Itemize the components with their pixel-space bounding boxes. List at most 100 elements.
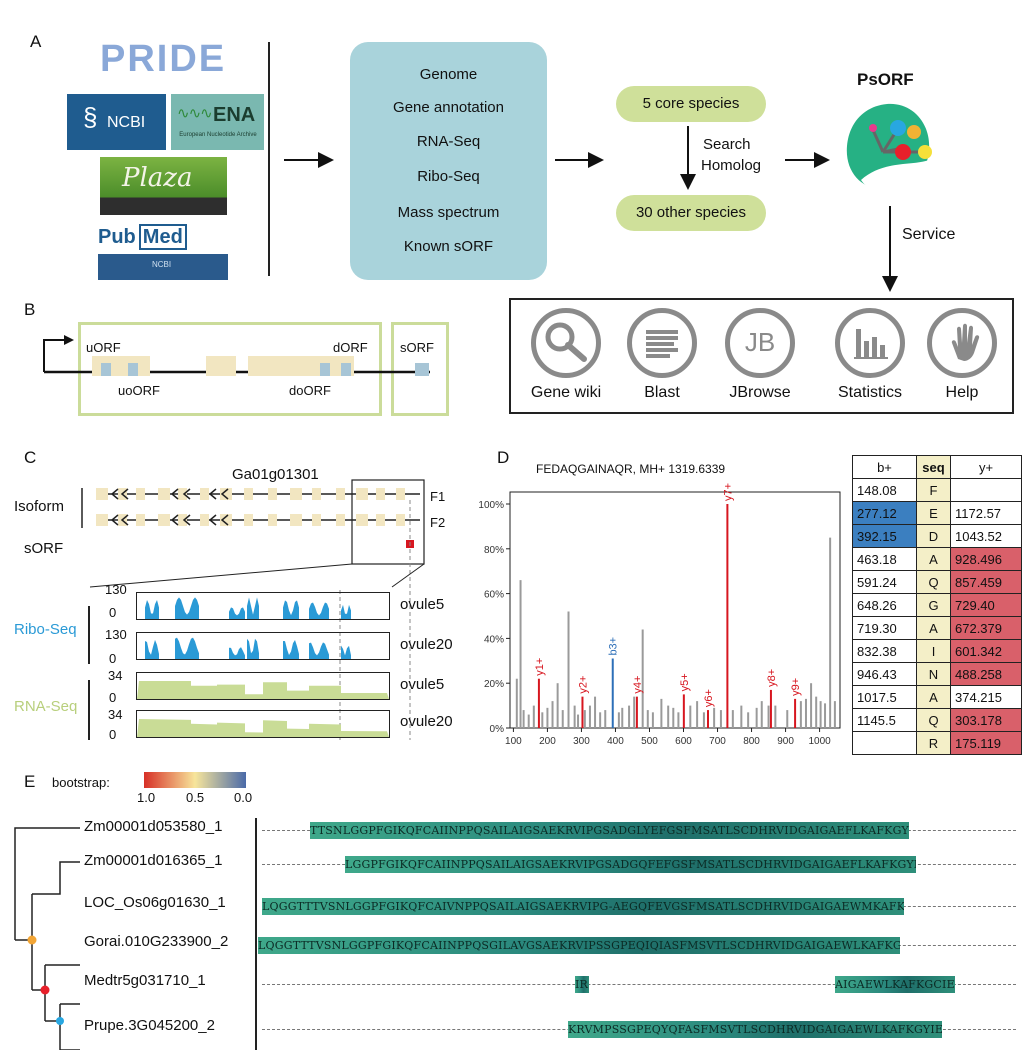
- b-ion-cell: 946.43: [852, 662, 917, 686]
- strand-arrow-icon: [208, 514, 217, 526]
- bootstrap-node-icon: [27, 935, 37, 945]
- rna-coverage: [137, 681, 389, 699]
- track-3-min: 0: [109, 690, 117, 705]
- ena-logo-text: ENA: [213, 104, 256, 126]
- isoform-exon: [356, 488, 368, 500]
- phylogenetic-tree: [14, 827, 80, 1050]
- strand-arrow-icon: [220, 514, 229, 526]
- sorf-box: [391, 322, 449, 416]
- data-type-known-sorf: Known sORF: [403, 238, 494, 255]
- isoform-exon: [96, 514, 108, 526]
- service-help[interactable]: Help: [923, 308, 1001, 402]
- isoform-exon: [290, 488, 302, 500]
- b-ion-cell: 392.15: [852, 524, 917, 548]
- core-species-pill: 5 core species: [616, 86, 766, 122]
- strand-arrow-icon: [170, 488, 179, 500]
- aligned-sequence: TTSNLGGPFGIKQFCAIINPPQSAILAIGSAEKRVIPGSA…: [310, 824, 909, 837]
- strand-arrow-icon: [182, 488, 191, 500]
- bootstrap-node-icon: [40, 985, 50, 995]
- track-1-max: 130: [105, 582, 127, 597]
- aligned-sequence: IR: [575, 978, 589, 991]
- y-tick-label: 100%: [478, 500, 504, 511]
- b-ion-cell: 463.18: [852, 547, 917, 571]
- bootstrap-scale-0: 0.0: [234, 790, 253, 805]
- residue-cell: I: [916, 639, 951, 663]
- y-ion-cell: 928.496: [950, 547, 1022, 571]
- uorf-marker: [101, 363, 111, 376]
- data-types-box: Genome Gene annotation RNA-Seq Ribo-Seq …: [350, 42, 547, 280]
- gene-model-box: [78, 322, 382, 416]
- blue-node-icon: [890, 120, 906, 136]
- track-1-sample: ovule5: [400, 596, 445, 613]
- service-blast[interactable]: Blast: [623, 308, 701, 402]
- residue-cell: Q: [916, 570, 951, 594]
- services-panel: Gene wiki Blast JB JBrowse Statistics He…: [509, 298, 1014, 414]
- pubmed-logo-text-b: Med: [138, 224, 187, 250]
- residue-cell: A: [916, 616, 951, 640]
- sorf-marker: [415, 363, 429, 376]
- peak-label: y2+: [577, 676, 589, 694]
- aligned-sequence: LQGGTTTVSNLGGPFGIKQFCAIVNPPQSAILAIGSAEKR…: [262, 900, 904, 913]
- bootstrap-scale-1: 1.0: [137, 790, 156, 805]
- x-tick-label: 600: [675, 736, 692, 747]
- ncbi-small-logo-text: NCBI: [152, 260, 172, 269]
- jb-icon: JB: [725, 308, 795, 378]
- ncbi-logo-text: NCBI: [107, 114, 146, 131]
- y-ion-cell: 1043.52: [950, 524, 1022, 548]
- y-tick-label: 60%: [484, 590, 504, 601]
- ribo-track-ovule5: [136, 592, 390, 620]
- ncbi-small-logo: NCBI: [98, 254, 228, 280]
- doorf-marker: [320, 363, 330, 376]
- service-statistics-label: Statistics: [837, 384, 902, 401]
- strand-arrow-icon: [208, 488, 217, 500]
- pride-logo: PRIDE: [100, 38, 235, 83]
- uoorf-label: uoORF: [118, 383, 160, 398]
- wave-icon: ∿∿∿: [177, 105, 213, 122]
- peak-label: y1+: [534, 658, 546, 676]
- isoform-exon: [136, 488, 145, 500]
- ribo-seq-label: Ribo-Seq: [14, 621, 77, 638]
- service-statistics[interactable]: Statistics: [831, 308, 909, 402]
- strand-arrow-icon: [120, 514, 129, 526]
- x-tick-label: 1000: [808, 736, 831, 747]
- track-4-max: 34: [108, 707, 123, 722]
- sorf-label: sORF: [400, 340, 434, 355]
- uorf-label: uORF: [86, 340, 121, 355]
- service-jbrowse[interactable]: JB JBrowse: [721, 308, 799, 402]
- spectrum-title: FEDAQGAINAQR, MH+ 1319.6339: [536, 462, 726, 476]
- peak-label: y8+: [766, 669, 778, 687]
- psorf-leaf-highlight: [861, 160, 929, 193]
- dorf-marker: [341, 363, 351, 376]
- b-ion-cell: 1017.5: [852, 685, 917, 709]
- x-tick-label: 300: [573, 736, 590, 747]
- blast-bars-icon: [627, 308, 697, 378]
- service-gene-wiki[interactable]: Gene wiki: [527, 308, 605, 402]
- residue-cell: R: [916, 731, 951, 755]
- x-tick-label: 500: [641, 736, 658, 747]
- b-ion-cell: 719.30: [852, 616, 917, 640]
- x-tick-label: 800: [743, 736, 760, 747]
- x-tick-label: 700: [709, 736, 726, 747]
- track-3-max: 34: [108, 668, 123, 683]
- peak-label: y6+: [703, 689, 715, 707]
- genome-browser-view: [81, 479, 425, 740]
- bootstrap-color-scale: [144, 772, 246, 788]
- data-type-rnaseq: RNA-Seq: [416, 133, 481, 150]
- y-tick-label: 0%: [490, 724, 505, 735]
- isoform-exon: [290, 514, 302, 526]
- taxon-name: Zm00001d016365_1: [84, 852, 223, 869]
- isoform-f2-label: F2: [430, 515, 446, 530]
- alignment-bar: [568, 1021, 942, 1038]
- peak-label: b3+: [608, 637, 620, 656]
- ribo-track-ovule20: [136, 632, 390, 660]
- isoform-exon: [356, 514, 368, 526]
- isoform-exon: [244, 488, 253, 500]
- alignment-bar: [575, 976, 590, 993]
- strand-arrow-icon: [182, 514, 191, 526]
